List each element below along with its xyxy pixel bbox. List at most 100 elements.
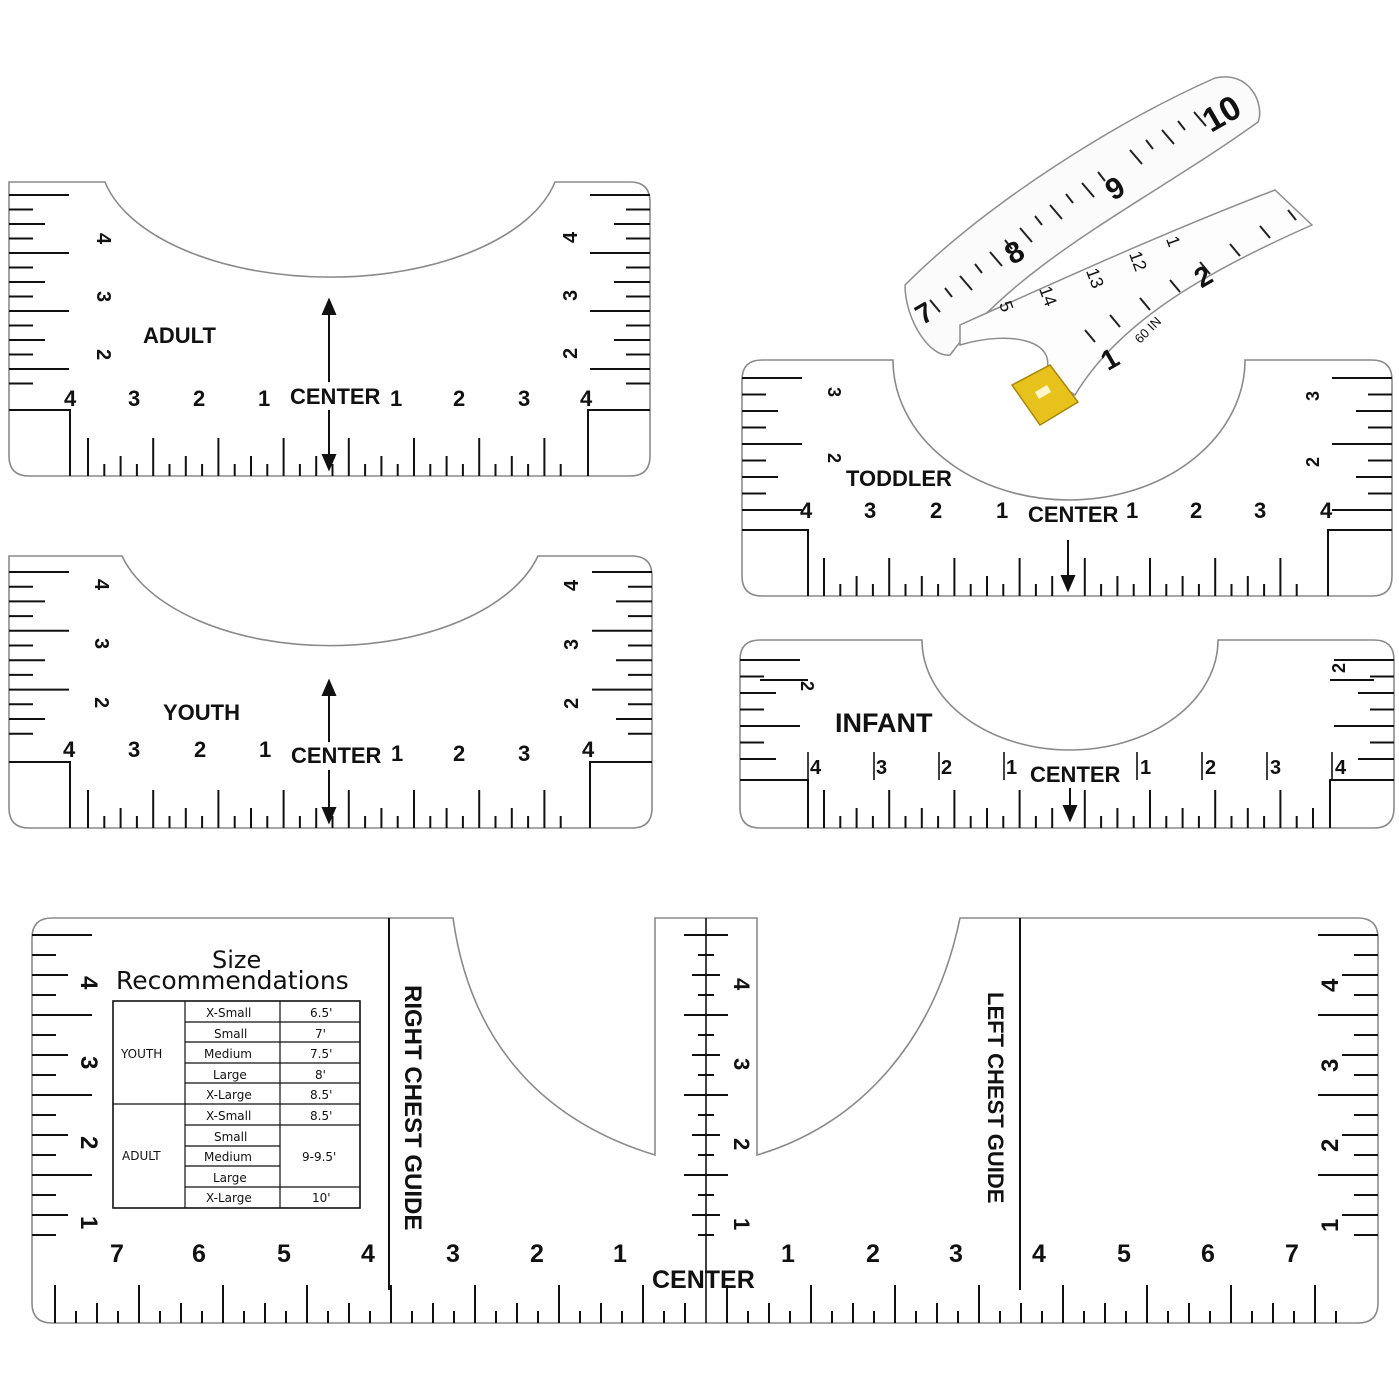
- size-recommendations-table: Size Recommendations YOUTH ADULT X-Small: [112, 946, 361, 1209]
- tape-end-tab: [1010, 364, 1080, 427]
- youth-corner-right: [589, 761, 652, 828]
- toddler-ruler-outline: [741, 359, 1393, 597]
- youth-ruler: YOUTH CENTER 4 3 2 1 1 2 3 4 4 3 2 4 3 2: [8, 555, 653, 829]
- adult-bottom-numbers: 4 3 2 1 1 2 3 4: [64, 386, 593, 411]
- chest-side-num: 3: [1317, 1059, 1344, 1072]
- size-cell: X-Large: [206, 1088, 252, 1102]
- toddler-num: 2: [930, 498, 942, 523]
- adult-num: 2: [193, 386, 205, 411]
- size-table-title-1: Size: [212, 946, 261, 974]
- chest-side-numbers-left: 4 3 2 1: [75, 976, 102, 1229]
- youth-ruler-ticks: [9, 571, 652, 828]
- infant-num: 2: [1205, 757, 1216, 779]
- size-cell: Small: [214, 1130, 247, 1144]
- infant-guide-lines: [807, 752, 1333, 780]
- youth-num: 3: [128, 737, 140, 762]
- size-cell: X-Small: [206, 1109, 251, 1123]
- chest-side-num: 4: [1317, 978, 1344, 992]
- left-chest-guide-label: LEFT CHEST GUIDE: [983, 992, 1008, 1203]
- chest-side-num: 3: [75, 1056, 102, 1069]
- chest-num: 3: [446, 1240, 460, 1268]
- infant-num: 3: [1270, 757, 1281, 779]
- value-cell: 9-9.5': [302, 1150, 336, 1164]
- adult-side-numbers-left: 4 3 2: [92, 233, 114, 360]
- youth-side-num: 4: [561, 579, 583, 591]
- toddler-side-numbers-right: 3 2: [1303, 391, 1323, 467]
- infant-size-label: INFANT: [835, 708, 933, 738]
- size-table-youth-rows: X-Small Small Medium Large X-Large 6.5' …: [204, 1006, 332, 1102]
- adult-num: 1: [258, 386, 270, 411]
- adult-center-label: CENTER: [290, 384, 381, 409]
- chest-num: 4: [361, 1240, 375, 1268]
- adult-num: 2: [453, 386, 465, 411]
- chest-side-num: 1: [75, 1216, 102, 1229]
- toddler-side-num: 2: [824, 453, 844, 463]
- chest-num: 1: [781, 1240, 795, 1268]
- chest-side-num: 3: [729, 1058, 754, 1070]
- adult-num: 1: [390, 386, 402, 411]
- tape-coil-outer: [904, 76, 1261, 356]
- chest-num: 2: [866, 1240, 880, 1268]
- chest-guide-ruler: RIGHT CHEST GUIDE LEFT CHEST GUIDE CENTE…: [31, 917, 1379, 1324]
- value-cell: 8.5': [310, 1109, 332, 1123]
- chest-num: 5: [1117, 1240, 1131, 1268]
- adult-side-num: 2: [92, 349, 114, 360]
- chest-num: 7: [1285, 1240, 1299, 1268]
- chest-side-num: 2: [729, 1138, 754, 1150]
- adult-ruler: ADULT CENTER 4 3 2 1 1 2 3 4 4 3 2 4 3 2: [8, 181, 651, 477]
- adult-side-num: 4: [560, 231, 582, 243]
- youth-side-num: 2: [561, 698, 583, 709]
- toddler-num: 4: [800, 498, 813, 523]
- youth-side-num: 4: [90, 579, 112, 591]
- tape-lower-strip: [959, 189, 1314, 397]
- toddler-num: 4: [1320, 498, 1333, 523]
- chest-num: 6: [1201, 1240, 1215, 1268]
- adult-num: 3: [518, 386, 530, 411]
- youth-num: 1: [391, 741, 403, 766]
- toddler-size-label: TODDLER: [846, 466, 952, 491]
- adult-center-arrow: [321, 297, 337, 472]
- chest-num: 1: [613, 1240, 627, 1268]
- chest-num: 7: [110, 1240, 124, 1268]
- size-cell: Small: [214, 1027, 247, 1041]
- toddler-bottom-numbers: 4 3 2 1 1 2 3 4: [800, 498, 1333, 523]
- adult-num: 3: [128, 386, 140, 411]
- infant-num: 4: [810, 757, 822, 779]
- chest-side-numbers-middle: 4 3 2 1: [729, 978, 754, 1230]
- size-cell: X-Large: [206, 1191, 252, 1205]
- chest-center-label: CENTER: [652, 1266, 755, 1294]
- chest-ruler-outline: [31, 917, 1379, 1324]
- infant-num: 2: [941, 757, 952, 779]
- toddler-ruler: TODDLER CENTER 4 3 2 1 1 2 3 4 3 2 3 2: [741, 359, 1393, 597]
- value-cell: 7': [315, 1027, 326, 1041]
- size-cell: Large: [213, 1171, 247, 1185]
- youth-center-label: CENTER: [291, 743, 382, 768]
- size-table-grid: [113, 1001, 360, 1208]
- infant-center-arrow: [1062, 788, 1078, 823]
- toddler-side-numbers-left: 3 2: [824, 387, 844, 463]
- value-cell: 6.5': [310, 1006, 332, 1020]
- size-cell: Medium: [204, 1150, 252, 1164]
- youth-side-num: 3: [90, 638, 112, 649]
- adult-side-num: 3: [92, 291, 114, 302]
- youth-num: 3: [518, 741, 530, 766]
- value-cell: 8.5': [310, 1088, 332, 1102]
- youth-side-numbers-left: 4 3 2: [90, 579, 112, 708]
- adult-side-num: 4: [92, 233, 114, 245]
- infant-num: 1: [1140, 757, 1151, 779]
- chest-num: 2: [530, 1240, 544, 1268]
- infant-corner-right: [1329, 779, 1394, 828]
- chest-num: 5: [277, 1240, 291, 1268]
- chest-num: 3: [949, 1240, 963, 1268]
- infant-ruler-outline: [739, 639, 1395, 829]
- infant-num: 4: [1335, 757, 1347, 779]
- infant-bottom-numbers: 4 3 2 1 1 2 3 4: [810, 757, 1347, 779]
- toddler-num: 1: [1126, 498, 1138, 523]
- tape-tab-slot: [1034, 385, 1052, 399]
- adult-corner-left: [9, 409, 71, 476]
- infant-center-label: CENTER: [1030, 762, 1121, 787]
- adult-side-num: 3: [560, 290, 582, 301]
- adult-ruler-ticks: [9, 194, 650, 476]
- toddler-center-arrow: [1060, 540, 1076, 593]
